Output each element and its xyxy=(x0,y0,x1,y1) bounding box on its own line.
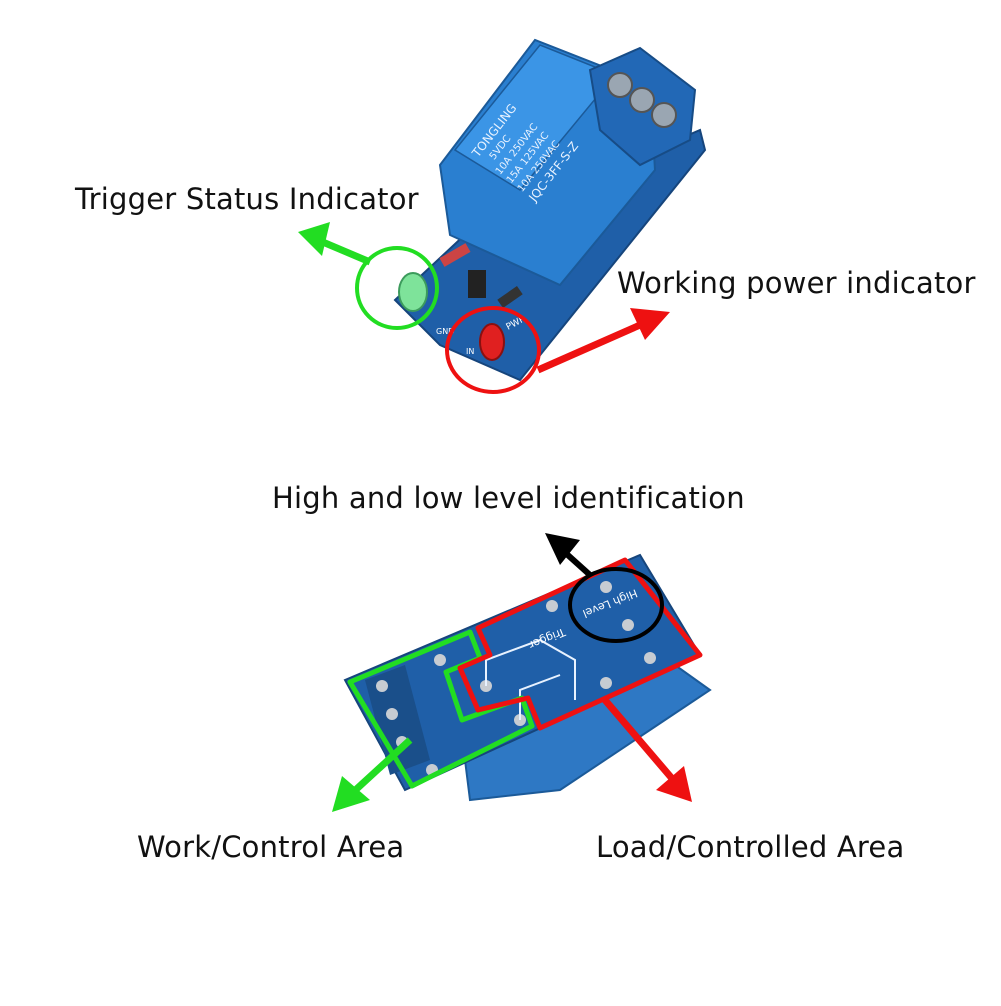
relay-module-top-view: TONGLING 5VDC 10A 250VAC 15A 125VAC 10A … xyxy=(298,38,707,394)
transistor xyxy=(468,270,486,298)
trigger-indicator-circle xyxy=(355,246,439,330)
power-indicator-arrowhead xyxy=(630,308,670,340)
trigger-status-label: Trigger Status Indicator xyxy=(75,182,419,216)
work-area-arrow-shaft xyxy=(347,737,413,798)
trigger-status-led xyxy=(398,272,428,312)
power-indicator-circle xyxy=(445,306,541,394)
terminal-screw-1 xyxy=(607,72,633,98)
power-led xyxy=(479,323,505,361)
trigger-indicator-arrowhead xyxy=(298,222,330,256)
load-area-arrow-shaft xyxy=(602,697,678,785)
pad-2 xyxy=(386,708,398,720)
load-controlled-area-outline xyxy=(457,557,703,731)
level-arrowhead xyxy=(545,533,580,565)
resistor xyxy=(497,286,523,308)
work-control-area-label: Work/Control Area xyxy=(137,830,405,864)
pad-1 xyxy=(376,680,388,692)
terminal-screw-2 xyxy=(629,87,655,113)
terminal-screw-3 xyxy=(651,102,677,128)
working-power-label: Working power indicator xyxy=(617,266,976,300)
level-identification-label: High and low level identification xyxy=(272,481,745,515)
pad-10 xyxy=(600,677,612,689)
pad-7 xyxy=(600,581,612,593)
load-area-arrowhead xyxy=(656,766,692,802)
trigger-indicator-arrow-shaft xyxy=(316,236,372,266)
pad-9 xyxy=(644,652,656,664)
pad-4 xyxy=(434,654,446,666)
pcb-gnd-label: GND xyxy=(436,327,454,336)
pad-6 xyxy=(546,600,558,612)
work-area-arrowhead xyxy=(332,776,370,812)
power-indicator-arrow-shaft xyxy=(536,321,642,374)
pin-header xyxy=(365,665,430,775)
load-controlled-area-label: Load/Controlled Area xyxy=(596,830,905,864)
diode xyxy=(439,243,471,267)
silkscreen-trace xyxy=(485,638,576,720)
level-identification-circle xyxy=(568,567,664,643)
relay-module-bottom-view: Trigger High Level xyxy=(332,533,712,812)
work-control-area-outline xyxy=(347,629,535,789)
pad-8 xyxy=(622,619,634,631)
pcb-in-label: IN xyxy=(466,347,474,356)
